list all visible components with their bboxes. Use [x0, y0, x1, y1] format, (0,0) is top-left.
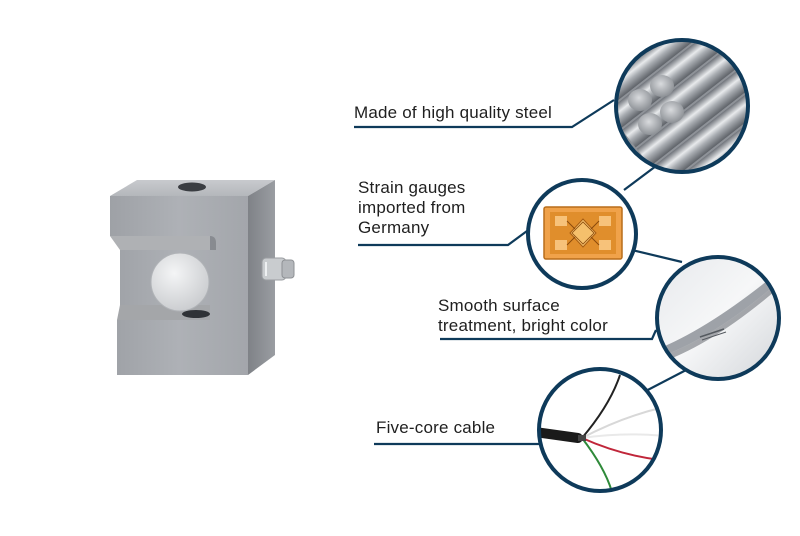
strain-gauge-chip-closeup: [526, 178, 638, 290]
five-core-cable-closeup: [537, 367, 663, 493]
feature-label-surface: Smooth surface treatment, bright color: [438, 296, 608, 335]
polished-surface-closeup: [655, 255, 781, 381]
feature-label-cable: Five-core cable: [376, 418, 496, 437]
feature-label-strain-gauges: Strain gauges imported from Germany: [358, 178, 466, 237]
feature-label-steel: Made of high quality steel: [354, 103, 552, 122]
load-cell-image: [110, 180, 295, 375]
steel-rods-closeup: [614, 38, 750, 174]
